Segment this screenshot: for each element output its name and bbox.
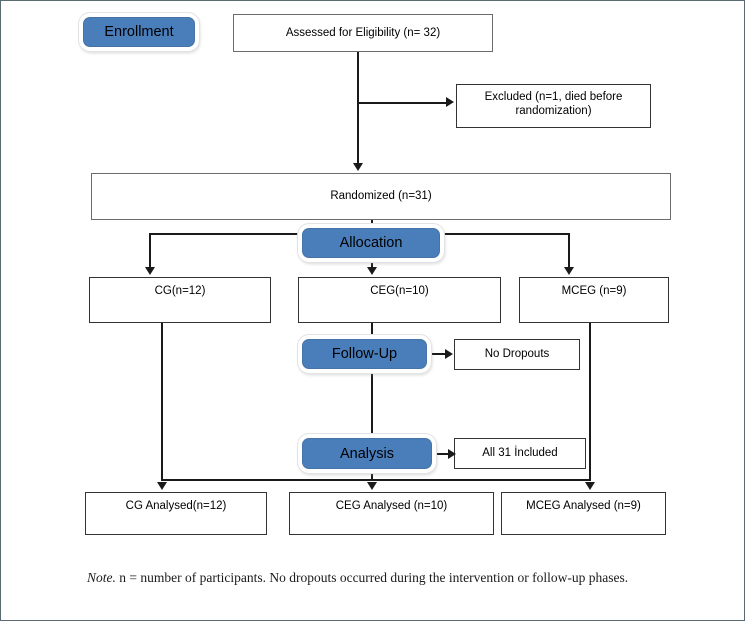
node-excluded: Excluded (n=1, died before randomization… (456, 84, 651, 128)
stage-follow-up-label: Follow-Up (331, 346, 398, 362)
node-assessed-for-eligibility: Assessed for Eligibility (n= 32) (233, 14, 493, 52)
arrowhead-to-no-dropouts (445, 349, 453, 359)
connector-analysis-bus (161, 479, 590, 481)
node-all-included: All 31 İncluded (454, 438, 586, 469)
node-allocation-cg-label: CG(n=12) (154, 285, 206, 297)
node-allocation-cg: CG(n=12) (89, 277, 271, 323)
arrowhead-to-ceg-analysed (367, 482, 377, 490)
figure-note-label: Note. (87, 570, 116, 585)
stage-allocation-label: Allocation (339, 235, 403, 251)
stage-allocation: Allocation (302, 228, 440, 258)
node-assessed-for-eligibility-label: Assessed for Eligibility (n= 32) (285, 26, 441, 39)
connector-mceg-to-analysis (589, 323, 591, 481)
connector-allocation-drop-left (149, 233, 151, 271)
node-analysed-ceg-label: CEG Analysed (n=10) (335, 500, 448, 512)
node-randomized: Randomized (n=31) (91, 173, 671, 220)
arrowhead-to-ceg (367, 267, 377, 275)
connector-to-no-dropouts (428, 353, 450, 355)
connector-randomized-stem (371, 220, 373, 234)
connector-to-all-included (433, 453, 453, 455)
stage-follow-up: Follow-Up (302, 339, 427, 369)
arrowhead-to-mceg (564, 267, 574, 275)
arrowhead-to-cg-analysed (157, 482, 167, 490)
arrowhead-to-mceg-analysed (585, 482, 595, 490)
arrowhead-to-all-included (448, 449, 456, 459)
figure-note: Note. n = number of participants. No dro… (87, 568, 669, 589)
stage-enrollment: Enrollment (83, 17, 195, 47)
node-all-included-label: All 31 İncluded (482, 447, 558, 460)
node-analysed-cg-label: CG Analysed(n=12) (125, 500, 227, 512)
connector-assessed-trunk (357, 52, 359, 165)
connector-ceg-to-analysis (371, 323, 373, 481)
node-randomized-label: Randomized (n=31) (330, 190, 432, 203)
stage-enrollment-label: Enrollment (104, 24, 174, 40)
node-no-dropouts: No Dropouts (454, 339, 580, 370)
node-allocation-ceg: CEG(n=10) (298, 277, 501, 323)
connector-cg-to-analysis (161, 323, 163, 481)
node-analysed-mceg-label: MCEG Analysed (n=9) (526, 500, 641, 512)
figure-note-text: n = number of participants. No dropouts … (115, 570, 629, 585)
arrowhead-to-excluded (446, 97, 454, 107)
stage-analysis: Analysis (302, 438, 432, 469)
node-analysed-ceg: CEG Analysed (n=10) (289, 492, 494, 535)
node-excluded-label: Excluded (n=1, died before randomization… (484, 91, 623, 118)
node-allocation-ceg-label: CEG(n=10) (370, 285, 429, 297)
node-allocation-mceg: MCEG (n=9) (519, 277, 669, 323)
stage-analysis-label: Analysis (340, 445, 394, 462)
arrowhead-to-randomized (353, 163, 363, 171)
connector-to-excluded (357, 102, 451, 104)
connector-allocation-drop-right (568, 233, 570, 271)
node-no-dropouts-label: No Dropouts (484, 348, 550, 361)
node-analysed-mceg: MCEG Analysed (n=9) (501, 492, 666, 535)
arrowhead-to-cg (145, 267, 155, 275)
node-analysed-cg: CG Analysed(n=12) (85, 492, 267, 535)
node-allocation-mceg-label: MCEG (n=9) (561, 285, 627, 297)
